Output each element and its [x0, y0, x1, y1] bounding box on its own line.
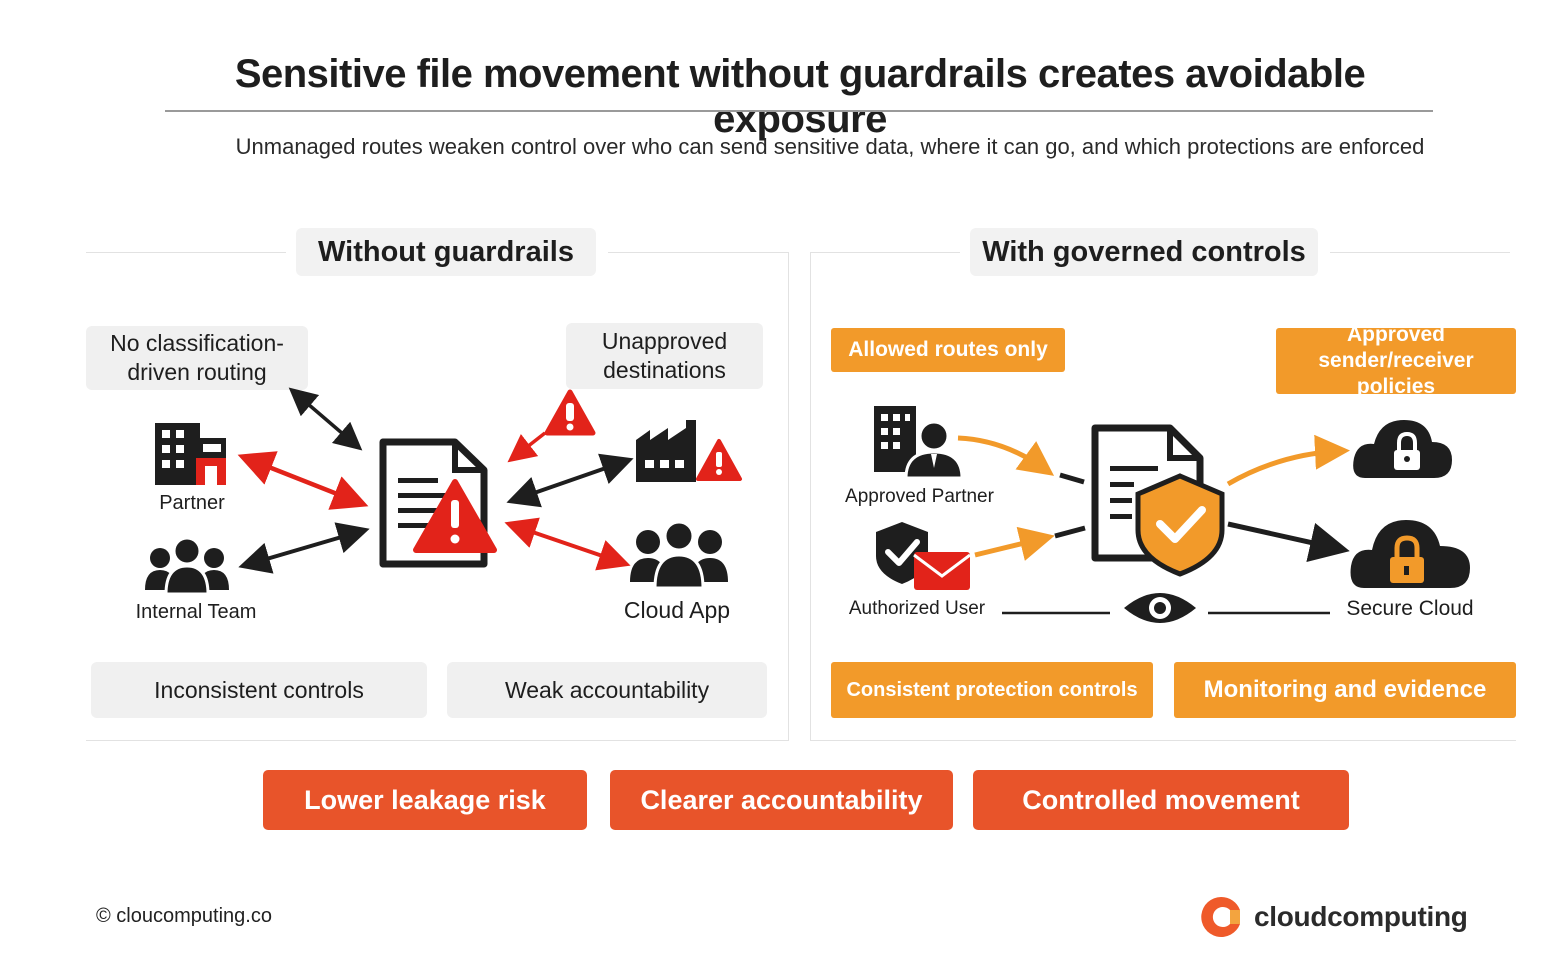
tag-approved-line2: policies — [1356, 375, 1436, 399]
arrow-approved-partner-tail — [1059, 472, 1085, 485]
callout-unapproved-line2: destinations — [603, 357, 726, 383]
callout-no-classification-line1: No classification- — [110, 330, 284, 357]
cloud-lock-icon — [1353, 420, 1452, 478]
tag-consistent-protection: Consistent protection controls — [831, 662, 1153, 718]
tag-approved-policies: Approved sender/receiver policies — [1276, 323, 1516, 398]
brand: cloudcomputing — [1200, 894, 1468, 940]
label-partner: Partner — [159, 492, 225, 514]
left-panel-top-rule — [608, 252, 788, 253]
arrow-cloud-app — [504, 517, 631, 571]
team-icon — [145, 536, 229, 596]
cloud-lock-icon — [1350, 520, 1470, 588]
left-panel — [86, 252, 789, 741]
label-internal-team: Internal Team — [135, 601, 257, 623]
label-cloud-app: Cloud App — [623, 597, 731, 623]
right-panel — [810, 252, 1516, 741]
left-heading: Without guardrails — [296, 228, 596, 276]
callout-unapproved-destinations: Unapproved destinations — [566, 323, 763, 389]
callout-no-classification-line2: driven routing — [127, 359, 267, 385]
brand-name: cloudcomputing — [1254, 901, 1468, 932]
right-heading: With governed controls — [970, 228, 1318, 276]
brand-logo-icon — [1201, 896, 1240, 937]
arrow-unapproved — [507, 431, 547, 463]
outcome-clearer-accountability: Clearer accountability — [610, 770, 953, 830]
page-subtitle: Unmanaged routes weaken control over who… — [235, 134, 1425, 159]
arrow-authorized-user-tail — [1054, 525, 1086, 539]
label-approved-partner: Approved Partner — [845, 486, 994, 507]
outcome-lower-leakage: Lower leakage risk — [263, 770, 587, 830]
team-icon — [630, 520, 728, 590]
building-icon — [874, 406, 916, 472]
warning-icon — [544, 389, 596, 436]
title-divider — [165, 110, 1433, 112]
outcome-controlled-movement: Controlled movement patterns — [973, 770, 1349, 875]
mail-icon — [913, 552, 971, 590]
right-panel-top-rule — [810, 252, 960, 253]
eye-icon — [1124, 593, 1196, 623]
arrow-to-cloud — [1226, 434, 1350, 487]
arrow-routing — [288, 387, 363, 451]
arrow-to-secure-cloud — [1227, 521, 1350, 562]
arrow-approved-partner — [957, 435, 1055, 476]
tag-inconsistent-controls: Inconsistent controls — [91, 662, 427, 718]
left-panel-top-rule — [86, 252, 286, 253]
footer-copyright: © cloucomputing.co — [96, 905, 272, 927]
callout-unapproved-line1: Unapproved — [601, 328, 728, 355]
right-panel-top-rule — [1330, 252, 1510, 253]
arrow-internal — [238, 522, 370, 574]
arrow-factory — [506, 453, 634, 508]
warning-icon — [413, 479, 497, 553]
page-title: Sensitive file movement without guardrai… — [234, 52, 1366, 141]
tag-allowed-routes: Allowed routes only — [831, 328, 1065, 372]
building-icon — [155, 423, 226, 485]
callout-no-classification: No classification- driven routing — [86, 326, 308, 390]
factory-icon — [636, 420, 742, 482]
arrow-partner — [237, 451, 369, 510]
label-authorized-user: Authorized User — [848, 598, 986, 619]
arrow-authorized-user — [974, 526, 1055, 561]
label-secure-cloud: Secure Cloud — [1346, 597, 1474, 620]
tag-weak-accountability: Weak accountability — [447, 662, 767, 718]
tag-approved-line1: Approved sender/receiver — [1318, 322, 1474, 372]
person-icon — [904, 420, 964, 480]
tag-monitoring-evidence: Monitoring and evidence — [1174, 662, 1516, 718]
checkmark-shield-icon — [1135, 473, 1225, 577]
